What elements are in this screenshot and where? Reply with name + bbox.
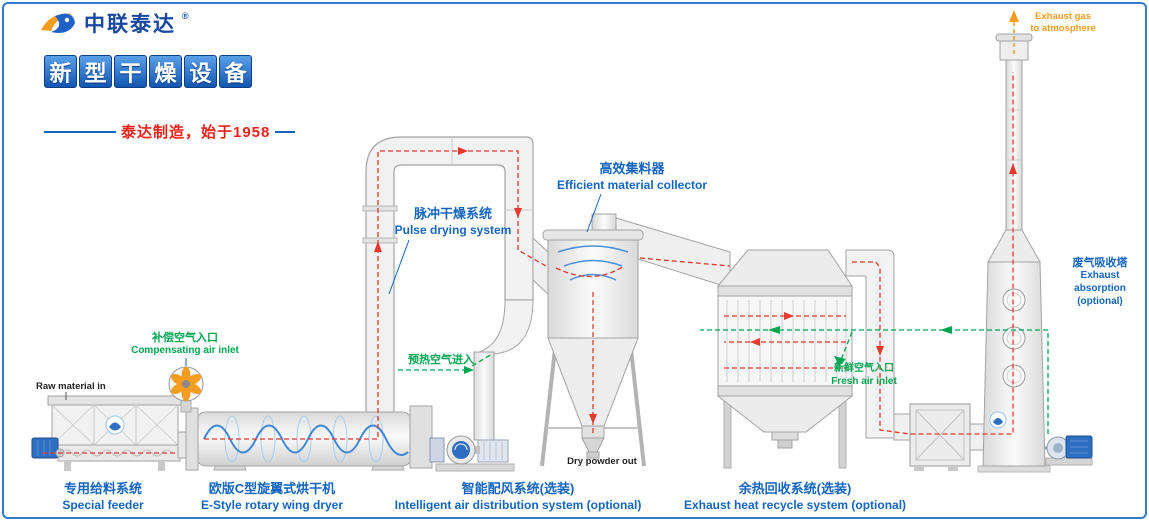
preheated-air-label: 预热空气进入 <box>408 354 474 366</box>
filter-box-unit <box>909 403 989 471</box>
exhaust-gas-label-line1: Exhaust gas <box>1035 11 1091 22</box>
air-distribution-label-zh: 智能配风系统(选装) <box>461 481 575 496</box>
material-flow-dashes <box>42 72 1014 454</box>
title-char-tile: 设 <box>184 55 217 88</box>
absorption-tower-label-en3: (optional) <box>1077 295 1123 307</box>
company-logo: 中联泰达 ® <box>38 8 189 38</box>
duct-flange <box>362 205 398 212</box>
collector-label-zh: 高效集料器 <box>599 161 665 176</box>
air-distribution-label: 智能配风系统(选装) Intelligent air distribution … <box>378 481 658 513</box>
dry-powder-label: Dry powder out <box>567 456 637 467</box>
collector-label-en: Efficient material collector <box>556 177 708 192</box>
dryer-discharge-head <box>409 405 433 469</box>
cyclone-legs <box>540 339 646 467</box>
compensating-air-label-en: Compensating air inlet <box>131 345 239 357</box>
absorption-tower-label-en2: absorption <box>1074 282 1126 294</box>
exhaust-gas-label-line2: to atmosphere <box>1030 23 1096 35</box>
absorption-tower-label-zh: 废气吸收塔 <box>1072 257 1128 269</box>
tower-stack <box>1005 59 1023 231</box>
absorption-tower-label-en1: Exhaust <box>1080 270 1120 282</box>
fresh-air-label: 新鲜空气入口 Fresh air inlet <box>828 363 900 389</box>
feeder-motor <box>31 437 59 459</box>
slogan-line-left <box>44 130 116 133</box>
heat-unit-hopper <box>716 395 854 433</box>
logo-bird-icon <box>41 13 75 33</box>
special-feeder-label: 专用给料系统 Special feeder <box>43 481 163 513</box>
compensating-air-label-zh: 补偿空气入口 <box>152 332 218 344</box>
slogan-line-right <box>275 130 296 133</box>
fresh-air-label-zh: 新鲜空气入口 <box>834 363 894 374</box>
title-char-tile: 干 <box>114 55 147 88</box>
duct-flange <box>362 237 398 244</box>
air-distribution-blower <box>435 435 515 472</box>
title-char-tile: 备 <box>219 55 252 88</box>
material-flow-arrow-icons <box>374 147 1017 424</box>
powder-valve <box>581 437 605 453</box>
fresh-air-flow-dashes <box>398 329 1049 434</box>
exit-duct <box>845 249 911 441</box>
pulse-drying-label-zh: 脉冲干燥系统 <box>413 206 492 221</box>
rotary-dryer-label-en: E-Style rotary wing dryer <box>200 497 344 512</box>
rotary-dryer-label: 欧版C型旋翼式烘干机 E-Style rotary wing dryer <box>192 481 352 513</box>
cyclone-body <box>547 237 639 339</box>
compensating-air-fan <box>168 366 204 413</box>
special-feeder-label-en: Special feeder <box>62 497 144 512</box>
title-char-tile: 新 <box>44 55 77 88</box>
rotary-dryer-label-zh: 欧版C型旋翼式烘干机 <box>208 481 336 496</box>
compensating-air-label: 补偿空气入口 Compensating air inlet <box>126 331 244 358</box>
exhaust-arrow-icon <box>1009 10 1019 54</box>
heat-unit-hood <box>716 249 853 287</box>
heat-recycle-label-zh: 余热回收系统(选装) <box>738 481 852 496</box>
pulse-drying-label-en: Pulse drying system <box>394 222 512 237</box>
cyclone-collector <box>540 213 731 467</box>
fresh-air-label-en: Fresh air inlet <box>831 375 897 387</box>
pulse-drying-duct <box>362 136 549 441</box>
slogan: 泰达制造，始于1958 <box>44 121 296 142</box>
registered-mark: ® <box>182 11 189 21</box>
air-distribution-label-en: Intelligent air distribution system (opt… <box>394 497 642 512</box>
pulse-drying-label: 脉冲干燥系统 Pulse drying system <box>391 206 515 238</box>
leader-lines <box>65 193 602 400</box>
special-feeder-label-zh: 专用给料系统 <box>63 481 142 496</box>
heat-unit-body <box>717 295 853 387</box>
circulation-pump <box>1045 435 1093 466</box>
exhaust-gas-label: Exhaust gas to atmosphere <box>1028 11 1098 35</box>
fresh-air-arrow-icons <box>464 326 952 374</box>
title-char-tile: 燥 <box>149 55 182 88</box>
heat-recycle-label: 余热回收系统(选装) Exhaust heat recycle system (… <box>675 481 915 513</box>
rotary-wing-dryer <box>185 405 445 471</box>
blower-motor <box>477 439 509 463</box>
absorption-tower <box>977 33 1051 473</box>
title-char-tile: 型 <box>79 55 112 88</box>
page-title: 新 型 干 燥 设 备 <box>44 55 252 88</box>
slogan-text: 泰达制造，始于1958 <box>121 124 271 141</box>
cyclone-spiral <box>557 245 629 281</box>
duct-elbow <box>473 299 534 355</box>
sight-glasses <box>1002 288 1026 388</box>
cyclone-inlet-branch <box>532 236 549 296</box>
logo-text: 中联泰达 <box>84 13 176 36</box>
special-feeder <box>31 395 201 471</box>
collector-label: 高效集料器 Efficient material collector <box>544 161 720 193</box>
raw-material-label: Raw material in <box>36 381 106 392</box>
heat-recycle-label-en: Exhaust heat recycle system (optional) <box>683 497 907 512</box>
heat-recovery-unit <box>716 249 854 469</box>
absorption-tower-label: 废气吸收塔 Exhaust absorption (optional) <box>1056 256 1144 308</box>
